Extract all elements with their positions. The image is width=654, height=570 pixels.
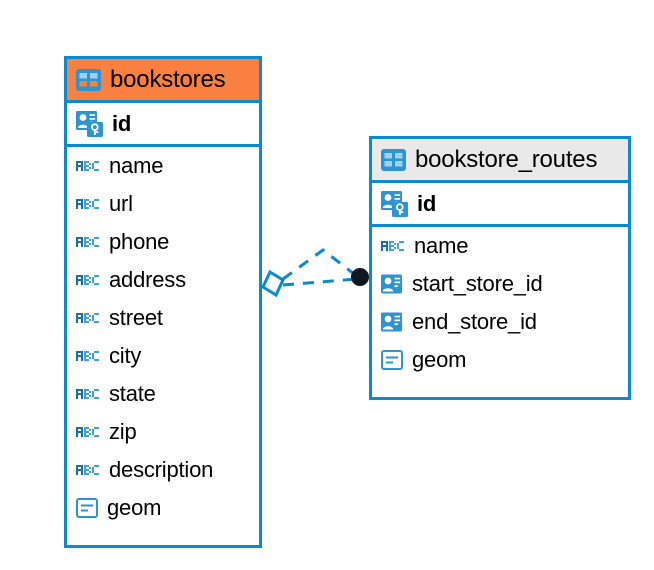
- relationship-endpoint-marker: [351, 268, 369, 286]
- entity-title: bookstores: [110, 65, 226, 93]
- relationship-diamond-marker: [261, 269, 285, 298]
- field-label: geom: [412, 347, 467, 372]
- primary-key-icon: [381, 190, 408, 217]
- field-row-primary-key[interactable]: id: [372, 183, 628, 227]
- field-row[interactable]: zip: [67, 413, 259, 451]
- geometry-icon: [381, 350, 403, 370]
- abc-icon: [76, 311, 100, 325]
- field-row-primary-key[interactable]: id: [67, 103, 259, 147]
- abc-icon: [76, 273, 100, 287]
- entity-table-bookstore-routes[interactable]: bookstore_routes id: [369, 136, 631, 400]
- entity-header-bookstore-routes[interactable]: bookstore_routes: [372, 139, 628, 183]
- foreign-key-icon: [381, 274, 403, 294]
- field-row[interactable]: city: [67, 337, 259, 375]
- abc-icon: [76, 235, 100, 249]
- field-label: name: [414, 233, 469, 258]
- field-label: id: [417, 190, 437, 216]
- field-label: end_store_id: [412, 309, 537, 334]
- abc-icon: [76, 425, 100, 439]
- abc-icon: [76, 349, 100, 363]
- field-label: description: [109, 457, 214, 482]
- field-row[interactable]: address: [67, 261, 259, 299]
- entity-title: bookstore_routes: [415, 145, 598, 173]
- field-row[interactable]: name: [67, 147, 259, 185]
- field-label: geom: [107, 495, 162, 520]
- relationship-line-upper: [282, 248, 359, 281]
- field-row[interactable]: phone: [67, 223, 259, 261]
- field-label: start_store_id: [412, 271, 543, 296]
- field-row[interactable]: geom: [67, 489, 259, 527]
- field-row[interactable]: state: [67, 375, 259, 413]
- foreign-key-icon: [381, 312, 403, 332]
- field-label: name: [109, 153, 164, 178]
- primary-key-icon: [76, 110, 103, 137]
- table-icon: [76, 68, 101, 91]
- field-label: phone: [109, 229, 170, 254]
- field-row[interactable]: start_store_id: [372, 265, 628, 303]
- abc-icon: [76, 197, 100, 211]
- abc-icon: [381, 239, 405, 253]
- field-label: street: [109, 305, 163, 330]
- field-row[interactable]: description: [67, 451, 259, 489]
- field-label: city: [109, 343, 142, 368]
- field-row[interactable]: name: [372, 227, 628, 265]
- field-row[interactable]: street: [67, 299, 259, 337]
- field-label: zip: [109, 419, 137, 444]
- field-label: url: [109, 191, 133, 216]
- field-label: address: [109, 267, 186, 292]
- abc-icon: [76, 463, 100, 477]
- field-row[interactable]: url: [67, 185, 259, 223]
- entity-header-bookstores[interactable]: bookstores: [67, 59, 259, 103]
- field-row[interactable]: end_store_id: [372, 303, 628, 341]
- field-label: id: [112, 110, 132, 136]
- abc-icon: [76, 387, 100, 401]
- entity-table-bookstores[interactable]: bookstores id: [64, 56, 262, 548]
- relationship-line-lower: [282, 277, 357, 287]
- field-label: state: [109, 381, 156, 406]
- abc-icon: [76, 159, 100, 173]
- geometry-icon: [76, 498, 98, 518]
- table-icon: [381, 148, 406, 171]
- field-row[interactable]: geom: [372, 341, 628, 379]
